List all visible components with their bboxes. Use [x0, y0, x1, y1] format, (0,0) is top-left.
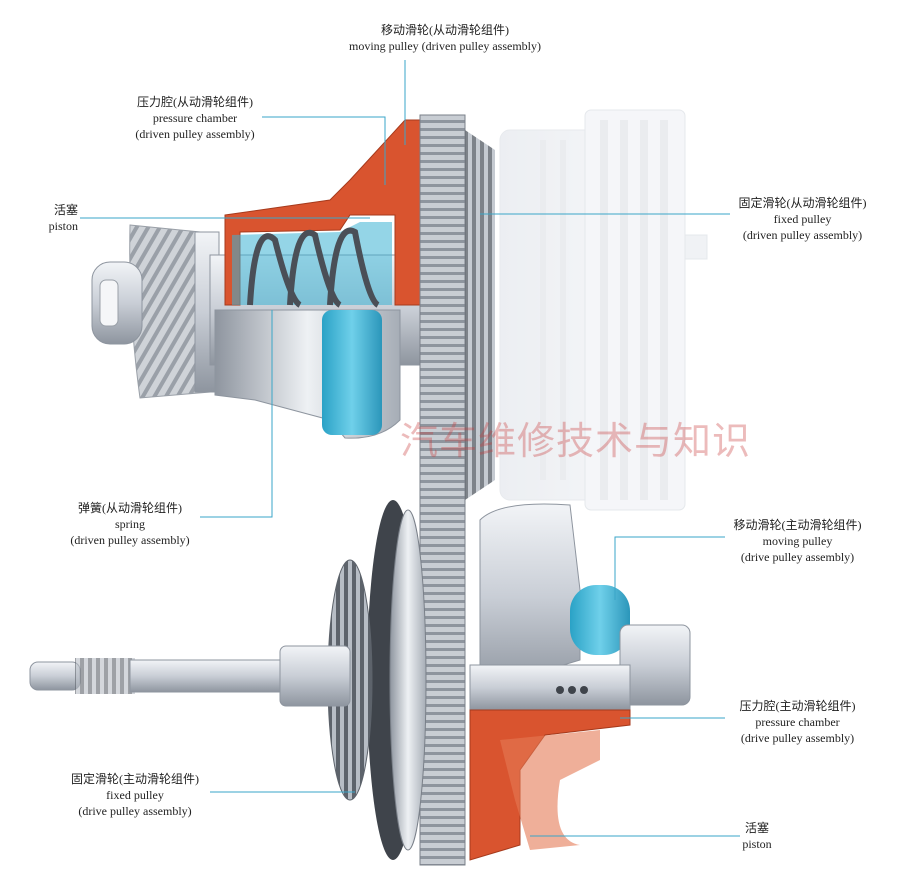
label-en: pressure chamber — [755, 715, 840, 729]
driven-fixed-pulley — [499, 109, 708, 511]
label-zh: 固定滑轮(主动滑轮组件) — [71, 772, 199, 786]
label-en-sub: (drive pulley assembly) — [740, 550, 855, 564]
watermark-text: 汽车维修技术与知识 — [400, 419, 752, 463]
label-en: spring — [115, 517, 145, 531]
label-piston-drive: 活塞 piston — [732, 820, 782, 852]
label-moving-pulley-driven: 移动滑轮(从动滑轮组件) moving pulley (driven pulle… — [330, 22, 560, 54]
label-en: moving pulley — [762, 534, 833, 548]
label-zh: 活塞 — [53, 203, 78, 217]
driven-spring — [247, 227, 380, 308]
label-en: fixed pulley — [773, 212, 832, 226]
label-pressure-chamber-drive: 压力腔(主动滑轮组件) pressure chamber (drive pull… — [725, 698, 870, 746]
label-zh: 活塞 — [744, 821, 769, 835]
label-en-sub: (drive pulley assembly) — [740, 731, 855, 745]
label-fixed-pulley-drive: 固定滑轮(主动滑轮组件) fixed pulley (drive pulley … — [55, 771, 215, 819]
label-en: piston — [48, 219, 78, 233]
label-en: fixed pulley — [106, 788, 164, 802]
output-gear — [91, 224, 220, 399]
label-zh: 移动滑轮(从动滑轮组件) — [381, 23, 509, 37]
input-shaft — [29, 645, 351, 707]
label-zh: 固定滑轮(从动滑轮组件) — [738, 196, 867, 210]
label-piston-driven: 活塞 piston — [22, 202, 78, 234]
label-zh: 压力腔(主动滑轮组件) — [739, 699, 856, 713]
label-zh: 移动滑轮(主动滑轮组件) — [733, 518, 862, 532]
label-en-sub: (driven pulley assembly) — [742, 228, 863, 242]
driven-piston — [232, 222, 392, 305]
label-spring-driven: 弹簧(从动滑轮组件) spring (driven pulley assembl… — [55, 500, 205, 548]
drive-piston-blue — [570, 585, 630, 655]
label-moving-pulley-drive: 移动滑轮(主动滑轮组件) moving pulley (drive pulley… — [725, 517, 870, 565]
label-en: piston — [742, 837, 772, 851]
driven-piston-blue — [322, 310, 382, 435]
label-zh: 弹簧(从动滑轮组件) — [78, 501, 182, 515]
leader-lines — [80, 60, 740, 837]
label-en-sub: (drive pulley assembly) — [78, 804, 192, 818]
label-zh: 压力腔(从动滑轮组件) — [137, 95, 253, 109]
label-en: moving pulley (driven pulley assembly) — [349, 39, 541, 53]
drive-moving-pulley — [469, 503, 691, 711]
label-pressure-chamber-driven: 压力腔(从动滑轮组件) pressure chamber (driven pul… — [120, 94, 270, 142]
steel-belt — [419, 114, 466, 866]
label-fixed-pulley-driven: 固定滑轮(从动滑轮组件) fixed pulley (driven pulley… — [725, 195, 880, 243]
label-en-sub: (driven pulley assembly) — [70, 533, 190, 547]
label-en-sub: (driven pulley assembly) — [135, 127, 255, 141]
label-en: pressure chamber — [152, 111, 238, 125]
